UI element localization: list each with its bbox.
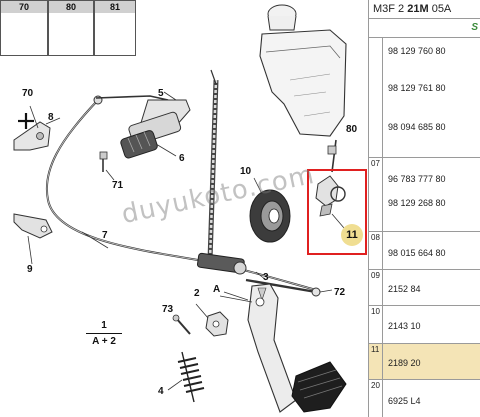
callout-73: 73 [162,304,174,315]
subheader-mark: S [471,22,478,33]
callout-2: 2 [194,288,200,299]
callout-3: 3 [263,272,269,283]
row-index: 09 [369,270,383,305]
callout-71: 71 [112,180,124,191]
pushrod-72-part [245,278,333,297]
row-index: 08 [369,232,383,269]
row-ref: 2152 84 [388,284,421,294]
header-prefix: M3F 2 [373,3,408,15]
hose-80-part [207,69,219,261]
table-row[interactable]: 98 129 760 80 98 129 761 80 98 094 685 8… [369,38,480,158]
spring-4-part [167,351,205,403]
row-index [369,38,383,157]
callout-9: 9 [27,264,33,275]
bracket-2-part [195,303,229,337]
row-ref: 2143 10 [388,321,421,331]
row-index: 20 [369,380,383,417]
row-ref: 2189 20 [388,358,421,368]
row-index: 07 [369,158,383,231]
bearing-10-part [249,177,291,243]
screw-71-part [99,151,115,181]
parts-reference-table: M3F 2 21M 05A S 98 129 760 80 98 129 761… [368,0,480,417]
callout-11-badge: 11 [341,224,363,246]
clutch-pedal-part [219,283,347,413]
part-81-label: 81 [95,1,135,13]
row-ref: 6925 L4 [388,396,421,406]
clip-11-part [315,139,346,229]
fluid-reservoir-part [259,4,347,137]
table-row[interactable]: 08 98 015 664 80 [369,232,480,270]
callout-72: 72 [334,287,346,298]
row-ref: 98 015 664 80 [388,248,446,258]
row-ref: 98 129 268 80 [388,198,446,208]
row-index: 11 [369,344,383,379]
row-index: 10 [369,306,383,343]
callout-80: 80 [346,124,358,135]
callout-8: 8 [48,112,54,123]
assembly-formula: A + 2 [92,336,116,347]
callout-4: 4 [158,386,164,397]
table-subheader: S [369,19,480,38]
table-row[interactable]: 10 2143 10 [369,306,480,344]
master-cylinder-5-part [120,91,191,159]
highlight-box [307,169,367,255]
part-81-box: 81 [94,0,136,56]
assembly-divider [86,333,122,334]
table-row-selected[interactable]: 11 2189 20 [369,344,480,380]
row-ref: 98 129 761 80 [388,83,446,93]
slave-cylinder-3-part [196,252,267,281]
row-ref: 96 783 777 80 [388,174,446,184]
callout-6: 6 [179,153,185,164]
exploded-parts-diagram: 70 80 81 70 8 5 6 71 9 7 10 80 11 3 72 2… [0,0,367,413]
callout-A: A [213,284,221,295]
table-row[interactable]: 20 6925 L4 [369,380,480,417]
lever-9-part [13,213,53,265]
header-bold-code: 21M [407,3,429,15]
part-80-label: 80 [49,1,93,13]
callout-70: 70 [22,88,34,99]
assembly-number: 1 [101,320,107,331]
assembly-note: 1 A + 2 [82,320,126,347]
table-row[interactable]: 07 96 783 777 80 98 129 268 80 [369,158,480,232]
row-ref: 98 094 685 80 [388,122,446,132]
part-70-label: 70 [1,1,47,13]
part-80-box: 80 [48,0,94,56]
table-header: M3F 2 21M 05A [369,0,480,19]
bracket-8-part [13,105,61,151]
header-suffix: 05A [428,3,452,15]
part-70-box: 70 [0,0,48,56]
callout-5: 5 [158,88,164,99]
row-ref: 98 129 760 80 [388,46,446,56]
callout-10: 10 [240,166,252,177]
clutch-cable-7-part [45,95,317,291]
callout-7: 7 [102,230,108,241]
table-row[interactable]: 09 2152 84 [369,270,480,306]
pin-73-part [172,314,191,335]
